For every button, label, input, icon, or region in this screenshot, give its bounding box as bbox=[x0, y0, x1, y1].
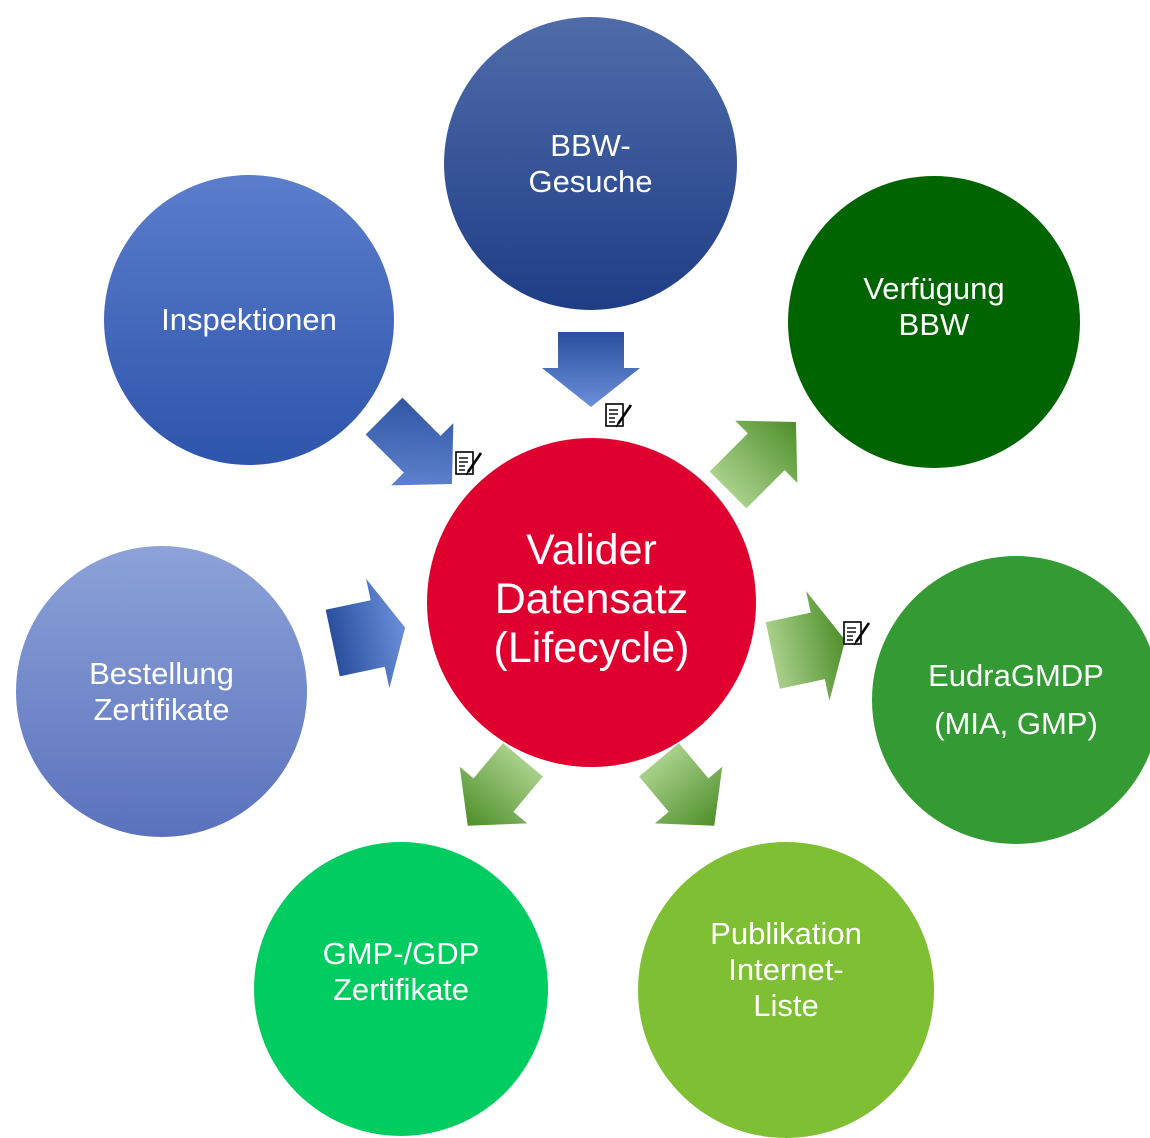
node-verfuegung-bbw: Verfügung BBW bbox=[788, 176, 1080, 468]
arrow-to-gmp-gdp bbox=[459, 743, 543, 826]
node-bestellung-line-2: Zertifikate bbox=[93, 691, 230, 727]
node-publikation-internet-liste: Publikation Internet- Liste bbox=[638, 842, 934, 1138]
node-inspektionen: Inspektionen bbox=[104, 175, 394, 465]
node-bbw-gesuche: BBW- Gesuche bbox=[444, 17, 737, 310]
node-bestellung-zertifikate: Bestellung Zertifikate bbox=[16, 546, 307, 837]
node-gmp-gdp-zertifikate: GMP-/GDP Zertifikate bbox=[254, 842, 548, 1136]
node-inspektionen-line-1: Inspektionen bbox=[161, 302, 337, 338]
arrow-to-eudragmdp bbox=[765, 591, 846, 701]
edit-form-icon bbox=[605, 403, 633, 428]
arrow-to-publikation bbox=[639, 743, 723, 826]
edit-form-icon bbox=[843, 621, 871, 646]
node-verfuegung-bbw-line-2: BBW bbox=[898, 307, 970, 342]
center-line-1: Valider bbox=[526, 525, 657, 574]
arrow-from-bbw-gesuche bbox=[542, 332, 640, 407]
node-publikation-line-3: Liste bbox=[753, 987, 819, 1023]
node-eudragmdp-line-2: (MIA, GMP) bbox=[934, 706, 1098, 741]
arrow-from-inspektionen bbox=[365, 397, 454, 486]
node-gmp-gdp-line-1: GMP-/GDP bbox=[322, 936, 480, 972]
node-valider-datensatz: Valider Datensatz (Lifecycle) bbox=[427, 438, 756, 767]
arrow-to-verfuegung-bbw bbox=[709, 420, 798, 509]
node-bbw-gesuche-line-2: Gesuche bbox=[528, 163, 653, 199]
center-line-3: (Lifecycle) bbox=[493, 624, 690, 672]
node-gmp-gdp-line-2: Zertifikate bbox=[332, 972, 470, 1007]
node-eudragmdp: EudraGMDP (MIA, GMP) bbox=[872, 556, 1150, 844]
node-bbw-gesuche-line-1: BBW- bbox=[550, 127, 631, 163]
node-eudragmdp-line-1: EudraGMDP bbox=[928, 657, 1104, 693]
node-verfuegung-bbw-line-1: Verfügung bbox=[863, 271, 1005, 307]
node-publikation-line-2: Internet- bbox=[728, 952, 844, 988]
edit-form-icon bbox=[455, 451, 483, 476]
node-publikation-line-1: Publikation bbox=[710, 916, 862, 952]
node-bestellung-line-1: Bestellung bbox=[89, 655, 234, 691]
center-line-2: Datensatz bbox=[494, 574, 689, 623]
arrow-from-bestellung bbox=[325, 578, 406, 689]
